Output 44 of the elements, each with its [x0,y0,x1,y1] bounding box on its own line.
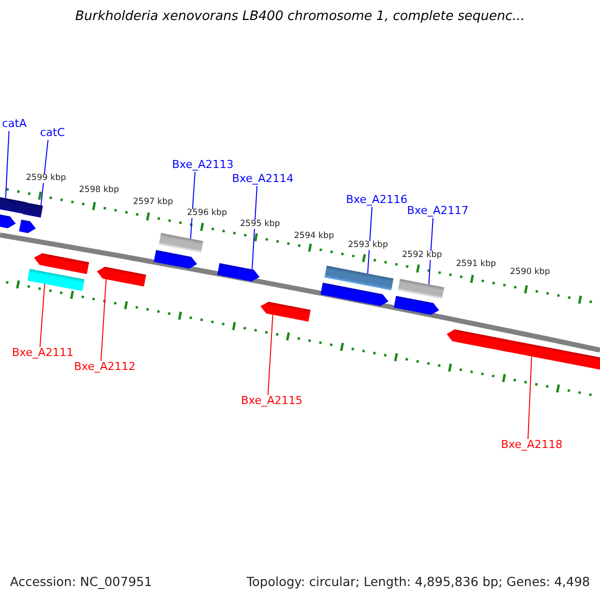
gene-label: Bxe_A2111 [12,347,74,360]
accession-text: Accession: NC_007951 [10,575,152,589]
genome-summary-text: Topology: circular; Length: 4,895,836 bp; Genes: 4,498 [246,575,590,589]
scale-label: 2595 kbp [239,220,282,230]
gene-label: Bxe_A2115 [241,395,303,408]
scale-label: 2597 kbp [132,198,174,208]
gene-label: Bxe_A2113 [172,159,234,172]
gene-bar [23,202,43,218]
title: Burkholderia xenovorans LB400 chromosome 1, complete sequenc... [74,10,526,24]
scale-label: 2592 kbp [401,251,444,260]
gene-label: catA [2,118,27,130]
gene-bar [158,233,204,253]
leader-line [252,186,258,270]
leader-line [428,218,434,285]
gene-block [154,250,198,269]
scale-label: 2593 kbp [347,241,390,250]
leader-line [40,283,46,348]
scale-label: 2590 kbp [509,268,552,278]
scale-label: 2599 kbp [25,174,68,184]
scale-label: 2598 kbp [78,186,120,196]
gene-label: Bxe_A2118 [501,439,563,452]
gene-bar [27,268,85,292]
leader-line [5,130,10,199]
gene-block [394,296,440,315]
gene-label: Bxe_A2112 [74,361,136,374]
gene-block [320,282,388,306]
leader-line [528,356,532,440]
scale-label: 2591 kbp [455,260,498,270]
gene-bar [398,278,444,300]
gene-block [260,302,311,322]
gene-block [19,220,36,234]
gene-label: Bxe_A2114 [232,173,294,186]
scale-label: 2594 kbp [293,232,336,242]
gene-label: Bxe_A2117 [407,205,469,218]
scale-label: 2596 kbp [186,209,228,218]
gene-label: catC [40,127,65,140]
leader-line [100,278,107,362]
leader-line [268,314,274,396]
gene-bar [324,266,394,290]
gene-label: Bxe_A2116 [346,194,408,206]
gene-block [217,263,260,282]
gene-block [34,253,90,274]
gene-block [0,212,16,228]
gene-block [96,266,146,287]
